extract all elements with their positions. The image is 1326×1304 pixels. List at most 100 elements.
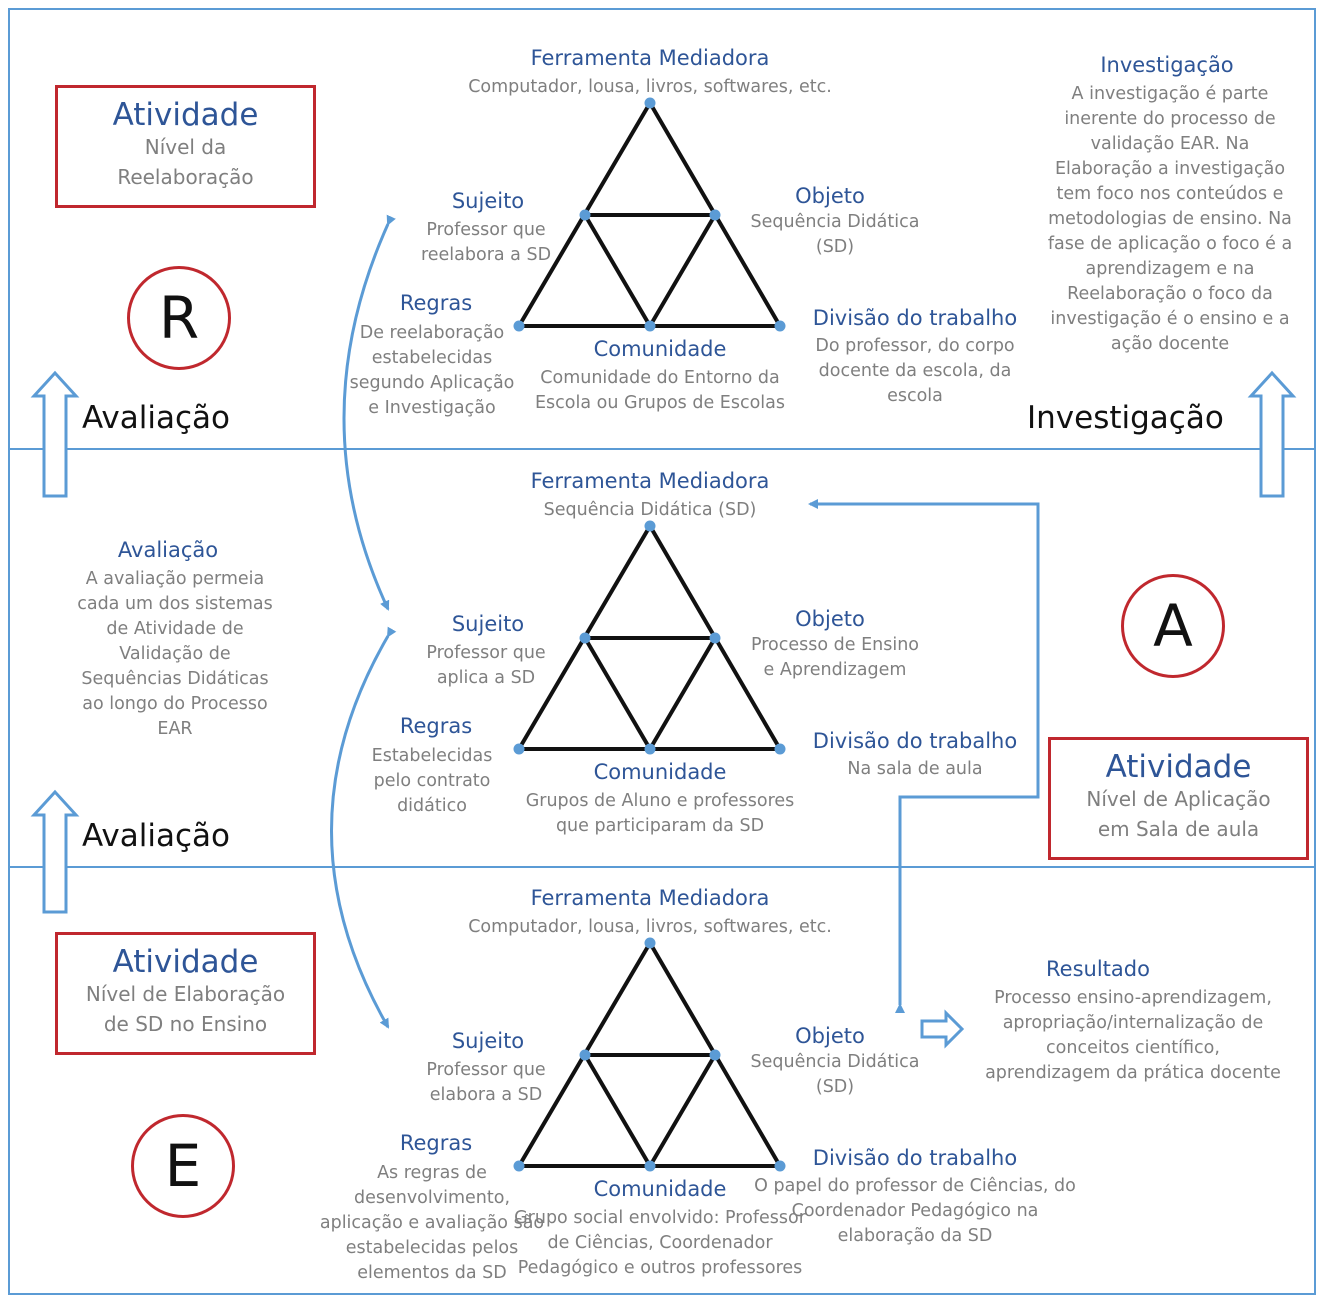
node-dot	[709, 209, 721, 221]
node-dot	[774, 320, 786, 332]
text-line: reelabora a SD	[420, 245, 552, 265]
curved-arrow-reelaboration-application	[342, 214, 396, 611]
text-line: de Atividade de	[106, 619, 244, 639]
text-line: Sequência Didática	[750, 212, 920, 232]
text-line: ação docente	[1110, 334, 1230, 354]
activity-box-title: Atividade	[1105, 749, 1252, 785]
text-line: EAR	[157, 719, 193, 739]
hollow-arrow-up-evaluation-mid	[30, 789, 80, 914]
text-line: escola	[887, 386, 943, 406]
text-line: elementos da SD	[357, 1263, 507, 1283]
investigation-label: Investigação	[1027, 400, 1224, 436]
triangle-edge	[648, 213, 717, 328]
text-line: Processo ensino-aprendizagem,	[994, 988, 1272, 1008]
text-line: Grupo social envolvido: Professor	[514, 1208, 806, 1228]
activity-box-line: Reelaboração	[117, 165, 254, 189]
text-line: e Investigação	[368, 398, 496, 418]
text-line: pelo contrato	[373, 771, 491, 791]
triangle-edge	[648, 1053, 717, 1168]
text-line: que participaram da SD	[555, 816, 765, 836]
activity-box-line: Nível de Elaboração	[85, 982, 286, 1006]
text-line: Estabelecidas	[371, 746, 493, 766]
evaluation-note-title: Avaliação	[117, 538, 219, 562]
object-title: Objeto	[795, 184, 865, 208]
result-title: Resultado	[1046, 957, 1150, 981]
text-line: Coordenador Pedagógico na	[791, 1201, 1039, 1221]
text-line: ao longo do Processo	[82, 694, 268, 714]
text-line: conceitos científico,	[1046, 1038, 1220, 1058]
node-dot	[579, 209, 591, 221]
triangle-edge	[583, 636, 652, 751]
activity-box-line: Nível da	[144, 135, 227, 159]
text-line: docente da escola, da	[818, 361, 1012, 381]
text-line: Processo de Ensino	[750, 635, 920, 655]
text-line: investigação é o ensino e a	[1050, 309, 1290, 329]
text-line: (SD)	[815, 237, 855, 257]
triangle-edge	[583, 213, 652, 328]
division-of-labor-desc: Na sala de aula	[847, 757, 982, 782]
rules-title: Regras	[399, 714, 473, 738]
text-line: A avaliação permeia	[85, 569, 265, 589]
node-dot	[644, 520, 656, 532]
result-text: Processo ensino-aprendizagem,apropriação…	[985, 986, 1281, 1086]
mediating-tool-title: Ferramenta Mediadora	[530, 886, 770, 910]
node-dot	[513, 743, 525, 755]
text-line: tem foco nos conteúdos e	[1056, 184, 1284, 204]
text-line: Do professor, do corpo	[815, 336, 1015, 356]
curved-arrow-application-elaboration	[330, 626, 397, 1029]
activity-box-line: Nível de Aplicação	[1086, 787, 1271, 811]
text-line: desenvolvimento,	[353, 1188, 511, 1208]
node-dot	[774, 1160, 786, 1172]
node-dot	[709, 632, 721, 644]
text-line: (SD)	[815, 1077, 855, 1097]
activity-box-application: Atividade Nível de Aplicação em Sala de …	[1048, 737, 1309, 860]
community-desc: Grupos de Aluno e professores que partici…	[526, 789, 795, 839]
node-dot	[644, 743, 656, 755]
node-dot	[644, 937, 656, 949]
text-line: metodologias de ensino. Na	[1048, 209, 1292, 229]
text-line: Validação de	[119, 644, 231, 664]
node-dot	[579, 1049, 591, 1061]
text-line: segundo Aplicação	[349, 373, 515, 393]
text-line: aprendizagem da prática docente	[985, 1063, 1281, 1083]
node-dot	[774, 743, 786, 755]
division-of-labor-title: Divisão do trabalho	[812, 306, 1018, 330]
text-line: estabelecidas pelos	[345, 1238, 519, 1258]
hollow-arrow-up-evaluation-top	[30, 370, 80, 498]
mediating-tool-desc: Computador, lousa, livros, softwares, et…	[468, 917, 832, 937]
text-line: Grupos de Aluno e professores	[525, 791, 795, 811]
subject-title: Sujeito	[451, 189, 525, 213]
text-line: Sequência Didática	[750, 1052, 920, 1072]
object-desc: Sequência Didática (SD)	[751, 210, 920, 260]
text-line: fase de aplicação o foco é a	[1047, 234, 1293, 254]
subject-title: Sujeito	[451, 1029, 525, 1053]
mediating-tool-desc: Sequência Didática (SD)	[543, 500, 757, 520]
hollow-arrow-up-investigation	[1247, 370, 1297, 498]
text-line: Professor que	[426, 220, 546, 240]
division-of-labor-title: Divisão do trabalho	[812, 729, 1018, 753]
evaluation-label-mid: Avaliação	[82, 818, 230, 854]
division-of-labor-title: Divisão do trabalho	[812, 1146, 1018, 1170]
subject-desc: Professor que reelabora a SD	[421, 218, 551, 268]
text-line: As regras de	[377, 1163, 487, 1183]
node-dot	[709, 1049, 721, 1061]
text-line: estabelecidas	[371, 348, 493, 368]
section-divider-top	[10, 448, 1314, 450]
investigation-note-title: Investigação	[1100, 53, 1234, 77]
object-title: Objeto	[795, 607, 865, 631]
text-line: aprendizagem e na	[1085, 259, 1255, 279]
triangle-edge	[583, 1053, 652, 1168]
division-of-labor-desc: Do professor, do corpo docente da escola,…	[815, 334, 1014, 409]
object-title: Objeto	[795, 1024, 865, 1048]
text-line: Comunidade do Entorno da	[540, 368, 780, 388]
activity-box-title: Atividade	[112, 944, 259, 980]
node-dot	[513, 320, 525, 332]
section-divider-bottom	[10, 866, 1314, 868]
